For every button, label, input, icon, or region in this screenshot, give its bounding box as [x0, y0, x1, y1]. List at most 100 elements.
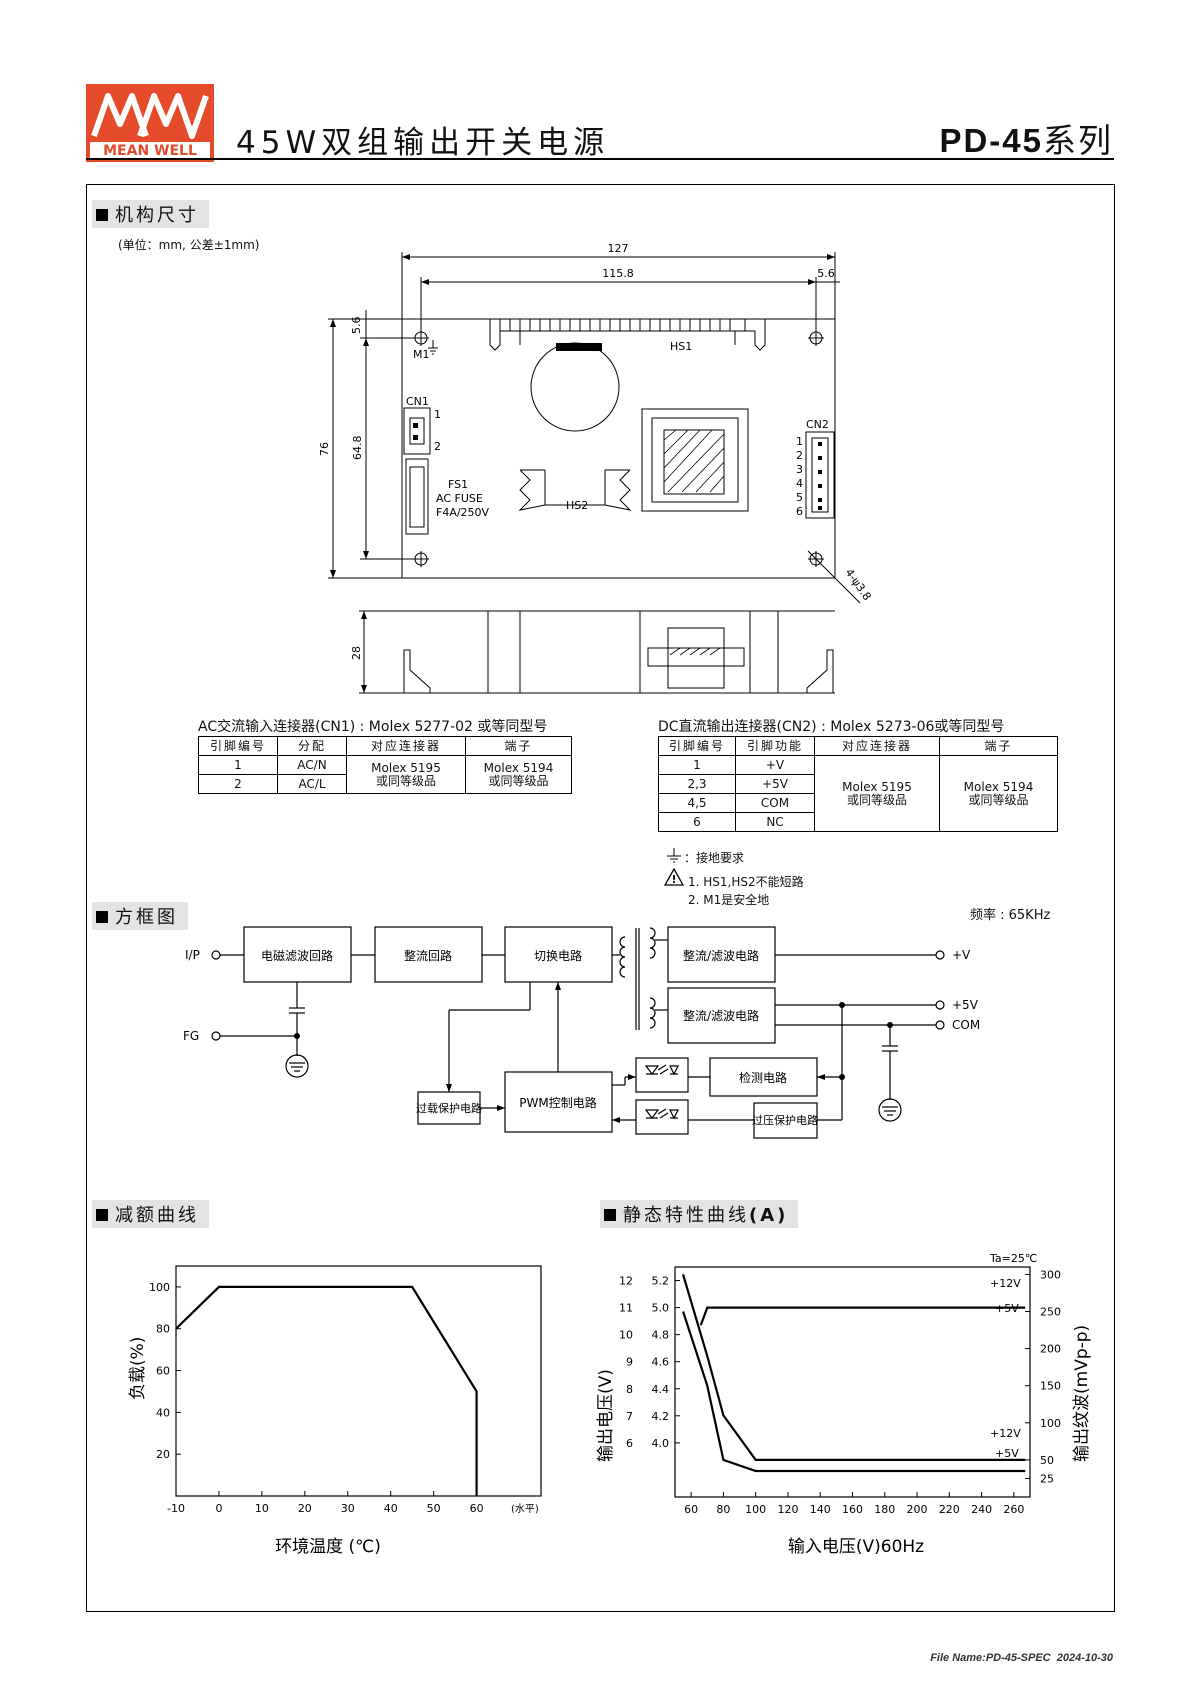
series-label: 系列	[1043, 121, 1113, 160]
static-y2-tick-label: 25	[1040, 1472, 1054, 1485]
dim-hole: 4-ψ3.8	[843, 566, 874, 603]
static-curve-voltage	[699, 1306, 1026, 1326]
block-switch: 切换电路	[534, 948, 582, 963]
static-x-tick-label: 120	[777, 1503, 798, 1516]
dim-depth: 28	[350, 646, 363, 660]
static-y-tick-label-12v: 11	[619, 1302, 633, 1315]
dim-height-inner: 64.8	[351, 436, 364, 461]
header-rule	[86, 158, 1114, 160]
block-detect: 检测电路	[739, 1070, 787, 1085]
static-y-tick-label-5v: 5.2	[652, 1275, 670, 1288]
label-fg: FG	[183, 1029, 199, 1043]
static-x-tick-label: 140	[810, 1503, 831, 1516]
cn2-pin-2: 2	[796, 449, 803, 462]
cn2-pin-3: 3	[796, 463, 803, 476]
cn2-pin-1: 1	[796, 435, 803, 448]
derating-y-tick-label: 60	[156, 1365, 170, 1378]
derating-y-tick-label: 40	[156, 1406, 170, 1419]
static-y-tick-label-12v: 12	[619, 1275, 633, 1288]
derating-x-tick-label: -10	[167, 1502, 185, 1515]
curve-label-ripple-5v: +5V	[995, 1447, 1019, 1460]
cn2-caption: DC直流输出连接器(CN2) : Molex 5273-06或等同型号	[658, 719, 1005, 735]
section-static: 静态特性曲线(A)	[600, 1200, 799, 1228]
file-name: File Name:PD-45-SPEC 2024-10-30	[930, 1652, 1113, 1664]
static-x-tick-label: 160	[842, 1503, 863, 1516]
derating-x-tick-label: 40	[384, 1502, 398, 1515]
static-x-tick-label: 80	[716, 1503, 730, 1516]
static-x-tick-label: 240	[971, 1503, 992, 1516]
label-v: +V	[952, 948, 971, 962]
cn1-header: 引脚编号	[198, 736, 278, 756]
label-fuse: AC FUSE	[436, 492, 483, 505]
label-fs1: FS1	[448, 478, 468, 491]
static-y2-tick-label: 150	[1040, 1380, 1061, 1393]
static-y-tick-label-12v: 6	[626, 1437, 633, 1450]
label-hs1: HS1	[670, 340, 692, 353]
cn1-pin-1: 1	[434, 408, 441, 421]
derating-x-tick-label: 0	[215, 1502, 222, 1515]
cn2-func: +5V	[735, 774, 815, 794]
static-ta: Ta=25℃	[989, 1252, 1037, 1265]
cn2-pin: 1	[658, 755, 736, 775]
cn2-header: 对应连接器	[814, 736, 940, 756]
curve-label-12v: +12V	[990, 1277, 1021, 1290]
static-ylabel-right: 输出纹波(mVp-p)	[1072, 1325, 1092, 1462]
section-block-diagram: 方框图	[92, 902, 188, 930]
label-hs2: HS2	[566, 499, 588, 512]
derating-x-tick-label: 50	[427, 1502, 441, 1515]
dim-height: 76	[320, 442, 331, 456]
cn1-pin-2: 2	[434, 440, 441, 453]
static-y-tick-label-5v: 5.0	[652, 1302, 670, 1315]
block-pwm: PWM控制电路	[519, 1095, 596, 1110]
curve-label-ripple-12v: +12V	[990, 1427, 1021, 1440]
cn2-func: +V	[735, 755, 815, 775]
derating-xunit: (水平)	[511, 1503, 539, 1515]
note-1: 1. HS1,HS2不能短路	[688, 875, 804, 889]
static-y-tick-label-5v: 4.2	[652, 1410, 670, 1423]
ground-icon	[667, 848, 681, 863]
static-y-tick-label-5v: 4.6	[652, 1356, 670, 1369]
dim-top-offset: 5.6	[350, 317, 363, 335]
unit-note: (单位：mm, 公差±1mm)	[118, 238, 260, 252]
derating-xlabel: 环境温度 (℃)	[275, 1537, 381, 1557]
cn2-header: 引脚功能	[735, 736, 815, 756]
section-mechanical: 机构尺寸	[92, 200, 209, 228]
derating-x-tick-label: 30	[341, 1502, 355, 1515]
cn2-pin: 4,5	[658, 793, 736, 813]
static-xlabel: 输入电压(V)60Hz	[788, 1537, 924, 1557]
cn2-header: 端子	[939, 736, 1058, 756]
static-y2-tick-label: 300	[1040, 1268, 1061, 1281]
static-y-tick-label-5v: 4.8	[652, 1329, 670, 1342]
label-ip: I/P	[185, 948, 200, 962]
cn2-header: 引脚编号	[658, 736, 736, 756]
svg-text:!: !	[671, 873, 676, 886]
dim-offset: 5.6	[817, 267, 835, 280]
cn1-pin: 1	[198, 755, 278, 775]
block-diagram: 电磁滤波回路 整流回路 切换电路 整流/滤波电路 整流/滤波电路 检测电路 过压…	[183, 926, 980, 1139]
derating-x-tick-label: 20	[298, 1502, 312, 1515]
cn2-pin: 2,3	[658, 774, 736, 794]
dim-width: 127	[608, 242, 629, 255]
static-y-tick-label-12v: 7	[626, 1410, 633, 1423]
model-name: PD-45	[939, 122, 1043, 159]
static-curve-ripple	[682, 1274, 1026, 1461]
static-curve-ripple	[682, 1311, 1026, 1473]
static-y-tick-label-12v: 10	[619, 1329, 633, 1342]
static-x-tick-label: 60	[684, 1503, 698, 1516]
static-y2-tick-label: 250	[1040, 1306, 1061, 1319]
static-y-tick-label-12v: 8	[626, 1383, 633, 1396]
ground-icon	[428, 340, 438, 355]
static-x-tick-label: 200	[907, 1503, 928, 1516]
label-cn1: CN1	[406, 395, 429, 408]
mean-well-logo: MEAN WELL	[86, 84, 214, 162]
cn1-header: 端子	[465, 736, 572, 756]
block-olp: 过载保护电路	[416, 1101, 482, 1115]
static-y-tick-label-5v: 4.0	[652, 1437, 670, 1450]
derating-y-tick-label: 100	[149, 1281, 170, 1294]
frequency: 频率 : 65KHz	[970, 908, 1051, 923]
